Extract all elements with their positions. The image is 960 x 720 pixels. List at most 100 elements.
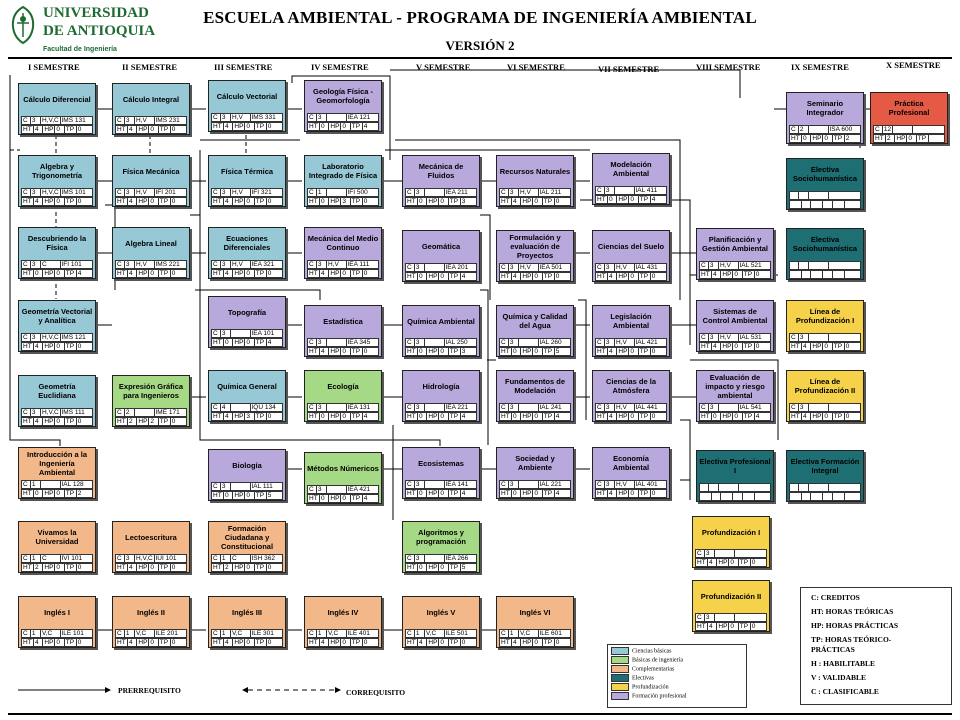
course-cell: 3 [709,484,719,491]
course-cell: 0 [267,270,272,277]
course-cell: C [212,555,221,562]
course-cell: 4 [512,639,522,646]
course-cell: HT [212,639,225,646]
course-cell: 3 [245,413,255,420]
course-cell: 3 [317,339,327,346]
course-cell: 0 [533,273,543,280]
course-cell: HT [212,492,225,499]
course-cell: TP [833,493,845,500]
course-cell: IEA 501 [539,264,563,271]
course-cell: HP [618,196,630,203]
course-cell: HP [330,270,342,277]
course-cell: 4 [128,126,138,133]
course-cell: C [406,481,415,488]
course-cell: 2 [224,564,234,571]
course-cell: HP [44,343,56,350]
course-cell: HP [428,490,440,497]
course-cell: HT [406,348,419,355]
key-line: C : CLASIFICABLE [811,687,879,696]
course-cell: 12 [883,126,893,133]
course-cell: HP [44,270,56,277]
course-cell: 0 [439,273,449,280]
course-cell: 0 [418,490,428,497]
course-cell: H,V [327,261,347,268]
course-cell: C [212,404,221,411]
course-cell: 3 [221,189,231,196]
course-cell: TP [65,564,77,571]
course-cell: HT [500,639,513,646]
course-cell: 0 [512,490,522,497]
course-cell: C [116,261,125,268]
course-cell: 4 [224,413,234,420]
course-cell: C [500,339,509,346]
course-cell: C [116,117,125,124]
course-cell: 4 [651,196,656,203]
course-cell: V,C [135,630,155,637]
course-cell: TP [833,413,845,420]
course-cell: 0 [533,413,543,420]
course-cell: 3 [799,404,809,411]
course-cell: TP [255,564,267,571]
course-cell: HP [618,273,630,280]
legend-item: Electivas [611,674,654,682]
course-cell: C [696,614,705,621]
legend-swatch [611,665,629,673]
course-cell: C [41,261,61,268]
course-cell: IMS 221 [155,261,180,268]
course-cell: C [500,481,509,488]
page-title: ESCUELA AMBIENTAL - PROGRAMA DE INGENIER… [203,8,757,27]
course-cell: IFI 500 [347,189,368,196]
course-cell: 0 [341,495,351,502]
course-cell: HP [522,198,534,205]
course-cell: TP [351,413,363,420]
course-cell: 0 [34,270,44,277]
course-cell: HT [22,198,35,205]
course-name: Biología [232,460,262,470]
course-cell: 4 [224,123,234,130]
course-cell: C [596,339,605,346]
course-cell: 3 [509,189,519,196]
course-cell: 2 [128,418,138,425]
course-cell: 2 [34,564,44,571]
course-cell: H,V,C [41,409,61,416]
course-cell [425,339,445,346]
course-cell: 0 [418,413,428,420]
course-cell: C [22,555,31,562]
course-cell: 4 [755,413,760,420]
course-cell: TP [449,413,461,420]
course-cell: 0 [77,639,82,646]
course-cell: 0 [245,639,255,646]
course-name: Recursos Naturales [499,166,571,176]
course-name: Formación Ciudadana y Constitucional [220,523,274,551]
course-cell: 0 [751,559,756,566]
legend-item: Formación profesional [611,692,687,700]
course-cell: C [22,189,31,196]
course-cell: 1 [31,555,41,562]
course-cell: V,C [41,630,61,637]
course-cell: 0 [341,270,351,277]
course-cell: 3 [605,339,615,346]
course-cell: 0 [149,126,159,133]
course-cell: 0 [823,271,833,278]
